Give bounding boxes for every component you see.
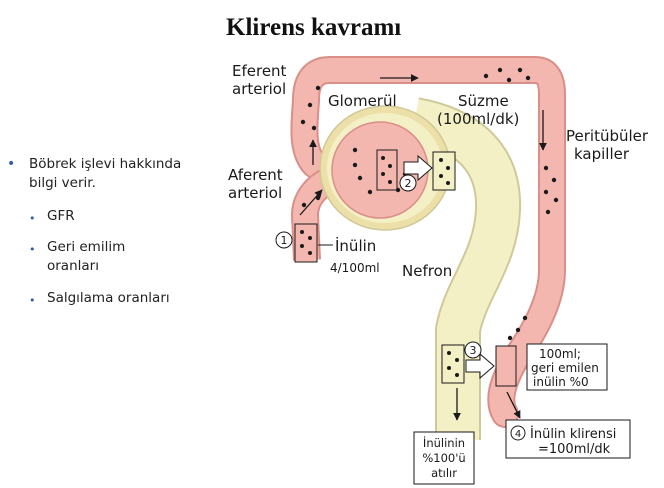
label-filtration: Süzme (458, 92, 509, 110)
box-dots (300, 230, 312, 255)
label-reabsorbed-2: geri emilen (531, 361, 599, 375)
label-efferent-2: arteriol (232, 80, 286, 98)
glomerulus-sample-box (376, 149, 398, 191)
bullet-gfr: GFR (47, 208, 75, 224)
box-dots (439, 158, 450, 185)
flow-arrow (506, 391, 521, 419)
bullet-main: Böbrek işlevi hakkında bilgi verir. (29, 156, 182, 191)
label-clearance-value: =100ml/dk (538, 442, 611, 457)
label-reabsorbed-3: inülin %0 (533, 375, 589, 389)
box-dots (381, 156, 392, 184)
step-number: 1 (281, 234, 288, 247)
label-clearance: İnülin klirensi (530, 426, 616, 442)
tubule-sample-box (441, 344, 465, 384)
label-afferent-2: arteriol (228, 184, 282, 202)
bullet-marker: • (29, 294, 36, 307)
bullet-secretion: Salgılama oranları (47, 290, 170, 306)
flow-arrow (299, 189, 323, 216)
label-nephron: Nefron (402, 262, 452, 280)
label-inulin-concentration: 4/100ml (330, 261, 380, 275)
afferent-sample-box (294, 223, 318, 263)
inulin-dots (300, 67, 559, 341)
bullet-reabsorption: Geri emilim oranları (47, 239, 126, 274)
step-3-badge: 3 (464, 341, 482, 359)
clearance-callout (505, 419, 631, 459)
label-efferent: Eferent (232, 62, 287, 80)
bullet-marker: • (7, 156, 16, 172)
filtration-arrow (403, 154, 433, 182)
box-dots (447, 351, 459, 377)
capillary-sample-box (495, 345, 517, 387)
nephron-tubule-fill (410, 99, 520, 440)
label-excreted-3: atılır (431, 466, 457, 480)
label-excreted-1: İnülinin (423, 435, 465, 450)
label-capillary: kapiller (574, 145, 630, 163)
label-afferent: Aferent (228, 166, 283, 184)
filtrate-sample-box (432, 151, 456, 191)
step-4-badge (510, 425, 526, 441)
step-number: 3 (470, 344, 477, 357)
label-excreted-2: %100'ü (422, 451, 465, 465)
label-inulin: İnülin (335, 236, 376, 255)
label-peritubular: Peritübüler (566, 127, 649, 145)
reabsorbed-callout (526, 343, 608, 391)
page-title: Klirens kavramı (226, 14, 402, 41)
step-2-badge: 2 (399, 174, 417, 192)
step-number: 4 (515, 429, 521, 440)
label-filtration-rate: (100ml/dk) (437, 110, 519, 128)
step-1-badge: 1 (275, 231, 293, 249)
label-reabsorbed-1: 100ml; (539, 347, 581, 361)
bullet-marker: • (29, 243, 36, 256)
excreted-callout (413, 431, 475, 485)
step-number: 2 (405, 177, 412, 190)
bullet-marker: • (29, 212, 36, 225)
label-glomerulus: Glomerül (328, 92, 397, 110)
reabsorption-arrow (465, 352, 495, 380)
